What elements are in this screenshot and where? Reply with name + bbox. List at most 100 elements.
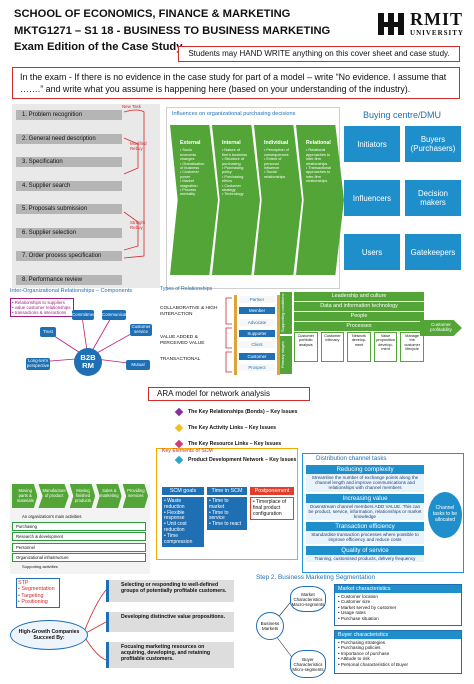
dmu-role: Decision makers: [405, 180, 461, 216]
types-row-value: VALUE ADDED & PERCEIVED VALUE: [160, 335, 205, 346]
market-characteristic-item: • Market served by customer: [338, 604, 397, 610]
rmit-logo: RMIT UNIVERSITY: [376, 10, 464, 38]
dmu-role: Gatekeepers: [405, 234, 461, 270]
market-characteristics-list: • Customer location• Customer size• Mark…: [335, 593, 461, 622]
header-line1: SCHOOL OF ECONOMICS, FINANCE & MARKETING: [14, 8, 291, 20]
customer-profitability: Customer profitability: [420, 320, 462, 336]
buyer-characteristics-list: • Purchasing strategies• Purchasing poli…: [335, 639, 461, 668]
interorg-note: • Relationships to suppliers • value cus…: [10, 298, 74, 317]
buyer-characteristic-item: • Personal characteristics of Buyer: [338, 661, 409, 667]
value-chain-support-row: Personnel: [12, 542, 146, 552]
segmentation-title: Step 2. Business Marketing Segmentation: [256, 574, 376, 581]
ara-item: The Key Relationships (Bonds) – Key Issu…: [174, 404, 336, 420]
types-row-transactional: TRANSACTIONAL: [160, 357, 201, 362]
value-chain-title: An organization's main activities: [22, 514, 82, 519]
header-line3: Exam Edition of the Case Study: [14, 41, 183, 53]
dmu-role: Influencers: [344, 180, 400, 216]
scm-columns: SCM goals• Waste reduction • Flexible re…: [162, 487, 294, 553]
label-new-task: New Task: [122, 104, 141, 109]
primary-stages-label: Primary stages: [280, 336, 292, 374]
buyer-characteristic-item: • Purchasing strategies: [338, 640, 386, 645]
influence-head: Internal: [222, 140, 241, 146]
label-modified-rebuy: Modified Rebuy: [130, 141, 147, 151]
influence-chevron: Relational• Relational approaches to int…: [296, 125, 344, 275]
ara-item-label: The Key Relationships (Bonds) – Key Issu…: [188, 409, 298, 415]
buying-stage: 4. Supplier search: [16, 180, 122, 191]
distribution-body: Training, customised products, delivery …: [306, 554, 424, 562]
crm-house: Supporting conditions Primary stages Lea…: [280, 292, 462, 378]
interorg-note-line: • value customer relationships: [12, 305, 71, 310]
influence-body: • Relational approaches to inter-firm re…: [306, 148, 331, 184]
scm-column: SCM goals• Waste reduction • Flexible re…: [162, 487, 204, 553]
buying-stage: 7. Order process specification: [16, 251, 122, 261]
interorg-diagram: • Relationships to suppliers • value cus…: [8, 296, 156, 380]
dmu-role: Buyers (Purchasers): [405, 126, 461, 162]
distribution-body: Standardise transaction processes where …: [306, 531, 424, 544]
value-chain-support-row: Research & development: [12, 532, 146, 542]
micro-segments: Buyer Characteristics Micro-segments: [290, 650, 326, 678]
handwrite-notice: Students may HAND WRITE anything on this…: [178, 46, 460, 62]
influence-body: • Socio economic changes • Globalisation…: [180, 148, 205, 197]
node-long-term: Long-term perspective: [26, 358, 50, 370]
buying-stage: 6. Supplier selection: [16, 227, 122, 238]
ara-item-label: The Key Activity Links – Key Issues: [188, 425, 277, 431]
market-characteristics-head: Market characteristics: [335, 585, 461, 593]
ara-item: The Key Activity Links – Key Issues: [174, 420, 336, 436]
ara-item-label: Product Development Network – Key Issues: [188, 457, 297, 463]
interorg-note-line: • Relationships to suppliers: [12, 300, 65, 305]
value-chain-step: Sales & marketing: [96, 484, 122, 508]
ladder-rung: Member: [239, 307, 275, 315]
logo-sub: UNIVERSITY: [410, 29, 464, 37]
market-characteristic-item: • Customer location: [338, 594, 378, 599]
influence-chevron: Internal • Nature of firm's business • St…: [212, 125, 260, 275]
buyer-characteristics-head: Buyer characteristics: [335, 631, 461, 639]
header-line2: MKTG1271 – S1 18 - BUSINESS TO BUSINESS …: [14, 24, 331, 37]
scm-body: • Timerplace of final product configurat…: [250, 497, 294, 521]
segmentation-diagram: Business Markets Market Characteristics …: [256, 582, 462, 680]
market-characteristic-item: • Purchase situation: [338, 615, 379, 621]
label-straight-rebuy: Straight Rebuy: [130, 220, 146, 230]
header: SCHOOL OF ECONOMICS, FINANCE & MARKETING…: [14, 6, 330, 56]
buying-stage: 8. Performance review: [16, 274, 122, 285]
buyer-characteristic-item: • Purchasing policies: [338, 645, 381, 651]
rmit-logo-mark-icon: [376, 11, 406, 37]
ladder-rung: Advocate: [239, 318, 275, 326]
influence-body: • Nature of firm's business • Structure …: [222, 148, 247, 197]
value-chain-step: Providing services: [122, 484, 149, 508]
exam-instruction: In the exam - If there is no evidence in…: [12, 67, 460, 99]
buyer-characteristic-item: • Attitude to risk: [338, 656, 370, 662]
ladder-rung: Prospect: [239, 363, 275, 371]
node-trust: Trust: [40, 327, 56, 337]
house-pillar: Customer portfolio analysis: [294, 332, 318, 362]
influence-chevron: External• Socio economic changes • Globa…: [170, 125, 218, 275]
house-people: People: [294, 312, 424, 321]
buying-stage: 2. General need description: [16, 133, 122, 144]
scm-head: Time in SCM: [207, 487, 247, 495]
ara-item-label: The Key Resource Links – Key Issues: [188, 441, 282, 447]
market-characteristic-item: • Customer size: [338, 599, 371, 605]
scm-panel: [156, 448, 298, 560]
house-roof: Leadership and culture: [294, 292, 424, 301]
stp-item: • Targeting: [18, 592, 44, 599]
house-pillar: Network develop-ment: [347, 332, 371, 362]
supporting-conditions-label: Supporting conditions: [280, 292, 292, 334]
diamond-icon: [174, 439, 184, 449]
ara-list: The Key Relationships (Bonds) – Key Issu…: [174, 404, 336, 468]
influence-head: Individual: [264, 140, 289, 146]
node-customer-service: Customer service: [130, 324, 152, 336]
node-commitment: Commitment: [72, 310, 97, 320]
house-processes: Processes: [294, 322, 424, 331]
macro-segments: Market Characteristics Macro-segments: [290, 586, 326, 612]
buying-stage: 3. Specification: [16, 157, 122, 167]
distribution-head: Increasing value: [306, 493, 424, 503]
house-pillar: Manage the customer lifecycle: [400, 332, 424, 362]
diamond-icon: [174, 407, 184, 417]
